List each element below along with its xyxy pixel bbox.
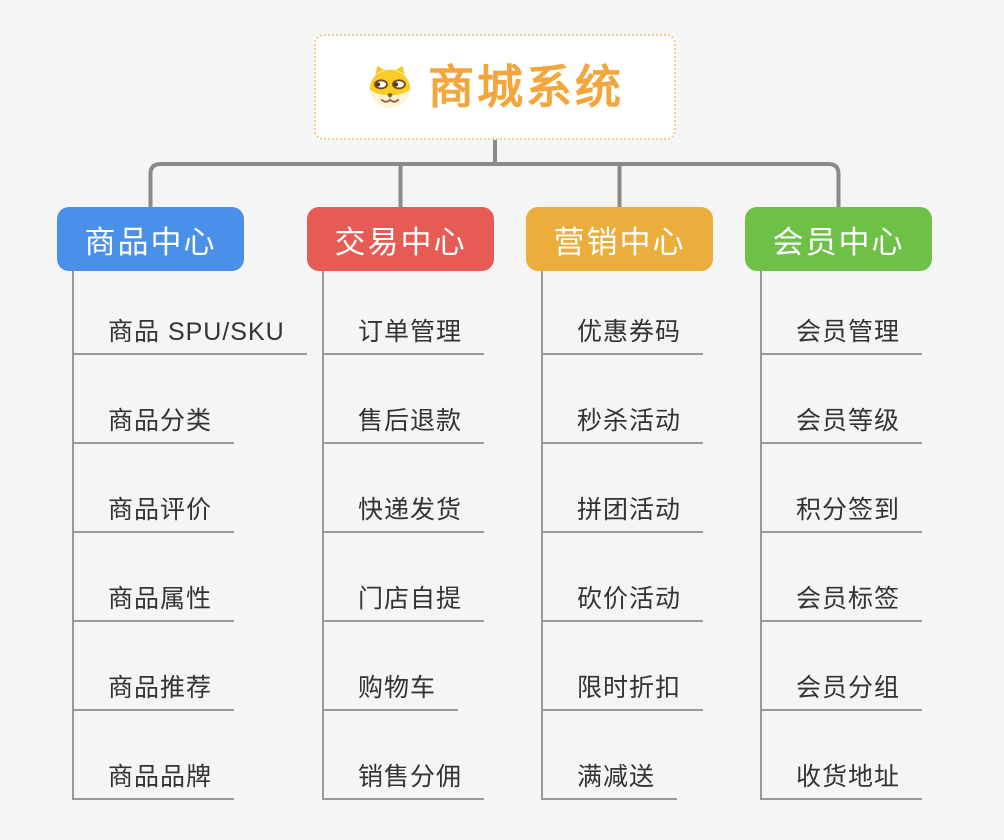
branch-trade-center: 交易中心 订单管理 售后退款 快递发货 门店自提 购物车 销售分佣	[307, 207, 494, 800]
branch-label: 交易中心	[334, 224, 467, 260]
leaf-item[interactable]: 商品分类	[74, 355, 235, 444]
leaf-item[interactable]: 拼团活动	[543, 444, 704, 533]
root-node-mall-system[interactable]: 商城系统	[314, 34, 676, 140]
leaf-item[interactable]: 售后退款	[324, 355, 485, 444]
leaf-item[interactable]: 门店自提	[324, 533, 485, 622]
leaf-item[interactable]: 收货地址	[762, 711, 923, 800]
branch-header-trade-center[interactable]: 交易中心	[307, 207, 494, 271]
leaf-item[interactable]: 商品 SPU/SKU	[74, 271, 307, 355]
leaf-item[interactable]: 购物车	[324, 622, 459, 711]
leaf-item[interactable]: 快递发货	[324, 444, 485, 533]
branch-product-center: 商品中心 商品 SPU/SKU 商品分类 商品评价 商品属性 商品推荐 商品品牌	[57, 207, 307, 800]
branch-children-list: 商品 SPU/SKU 商品分类 商品评价 商品属性 商品推荐 商品品牌	[72, 271, 307, 800]
leaf-item[interactable]: 满减送	[543, 711, 678, 800]
branch-header-product-center[interactable]: 商品中心	[57, 207, 244, 271]
leaf-item[interactable]: 商品评价	[74, 444, 235, 533]
doge-dog-face-icon	[369, 66, 411, 108]
leaf-item[interactable]: 商品品牌	[74, 711, 235, 800]
branch-header-member-center[interactable]: 会员中心	[745, 207, 932, 271]
root-title: 商城系统	[428, 61, 624, 113]
leaf-item[interactable]: 砍价活动	[543, 533, 704, 622]
branch-label: 会员中心	[772, 224, 905, 260]
branch-member-center: 会员中心 会员管理 会员等级 积分签到 会员标签 会员分组 收货地址	[745, 207, 932, 800]
branch-label: 商品中心	[84, 224, 217, 260]
branch-children-list: 会员管理 会员等级 积分签到 会员标签 会员分组 收货地址	[760, 271, 923, 800]
branch-label: 营销中心	[553, 224, 686, 260]
leaf-item[interactable]: 会员分组	[762, 622, 923, 711]
leaf-item[interactable]: 会员管理	[762, 271, 923, 355]
leaf-item[interactable]: 订单管理	[324, 271, 485, 355]
leaf-item[interactable]: 会员标签	[762, 533, 923, 622]
leaf-item[interactable]: 商品推荐	[74, 622, 235, 711]
branch-children-list: 订单管理 售后退款 快递发货 门店自提 购物车 销售分佣	[322, 271, 485, 800]
leaf-item[interactable]: 限时折扣	[543, 622, 704, 711]
leaf-item[interactable]: 会员等级	[762, 355, 923, 444]
branch-marketing-center: 营销中心 优惠券码 秒杀活动 拼团活动 砍价活动 限时折扣 满减送	[526, 207, 713, 800]
leaf-item[interactable]: 优惠券码	[543, 271, 704, 355]
leaf-item[interactable]: 商品属性	[74, 533, 235, 622]
branch-children-list: 优惠券码 秒杀活动 拼团活动 砍价活动 限时折扣 满减送	[541, 271, 704, 800]
branch-header-marketing-center[interactable]: 营销中心	[526, 207, 713, 271]
leaf-item[interactable]: 秒杀活动	[543, 355, 704, 444]
leaf-item[interactable]: 销售分佣	[324, 711, 485, 800]
leaf-item[interactable]: 积分签到	[762, 444, 923, 533]
